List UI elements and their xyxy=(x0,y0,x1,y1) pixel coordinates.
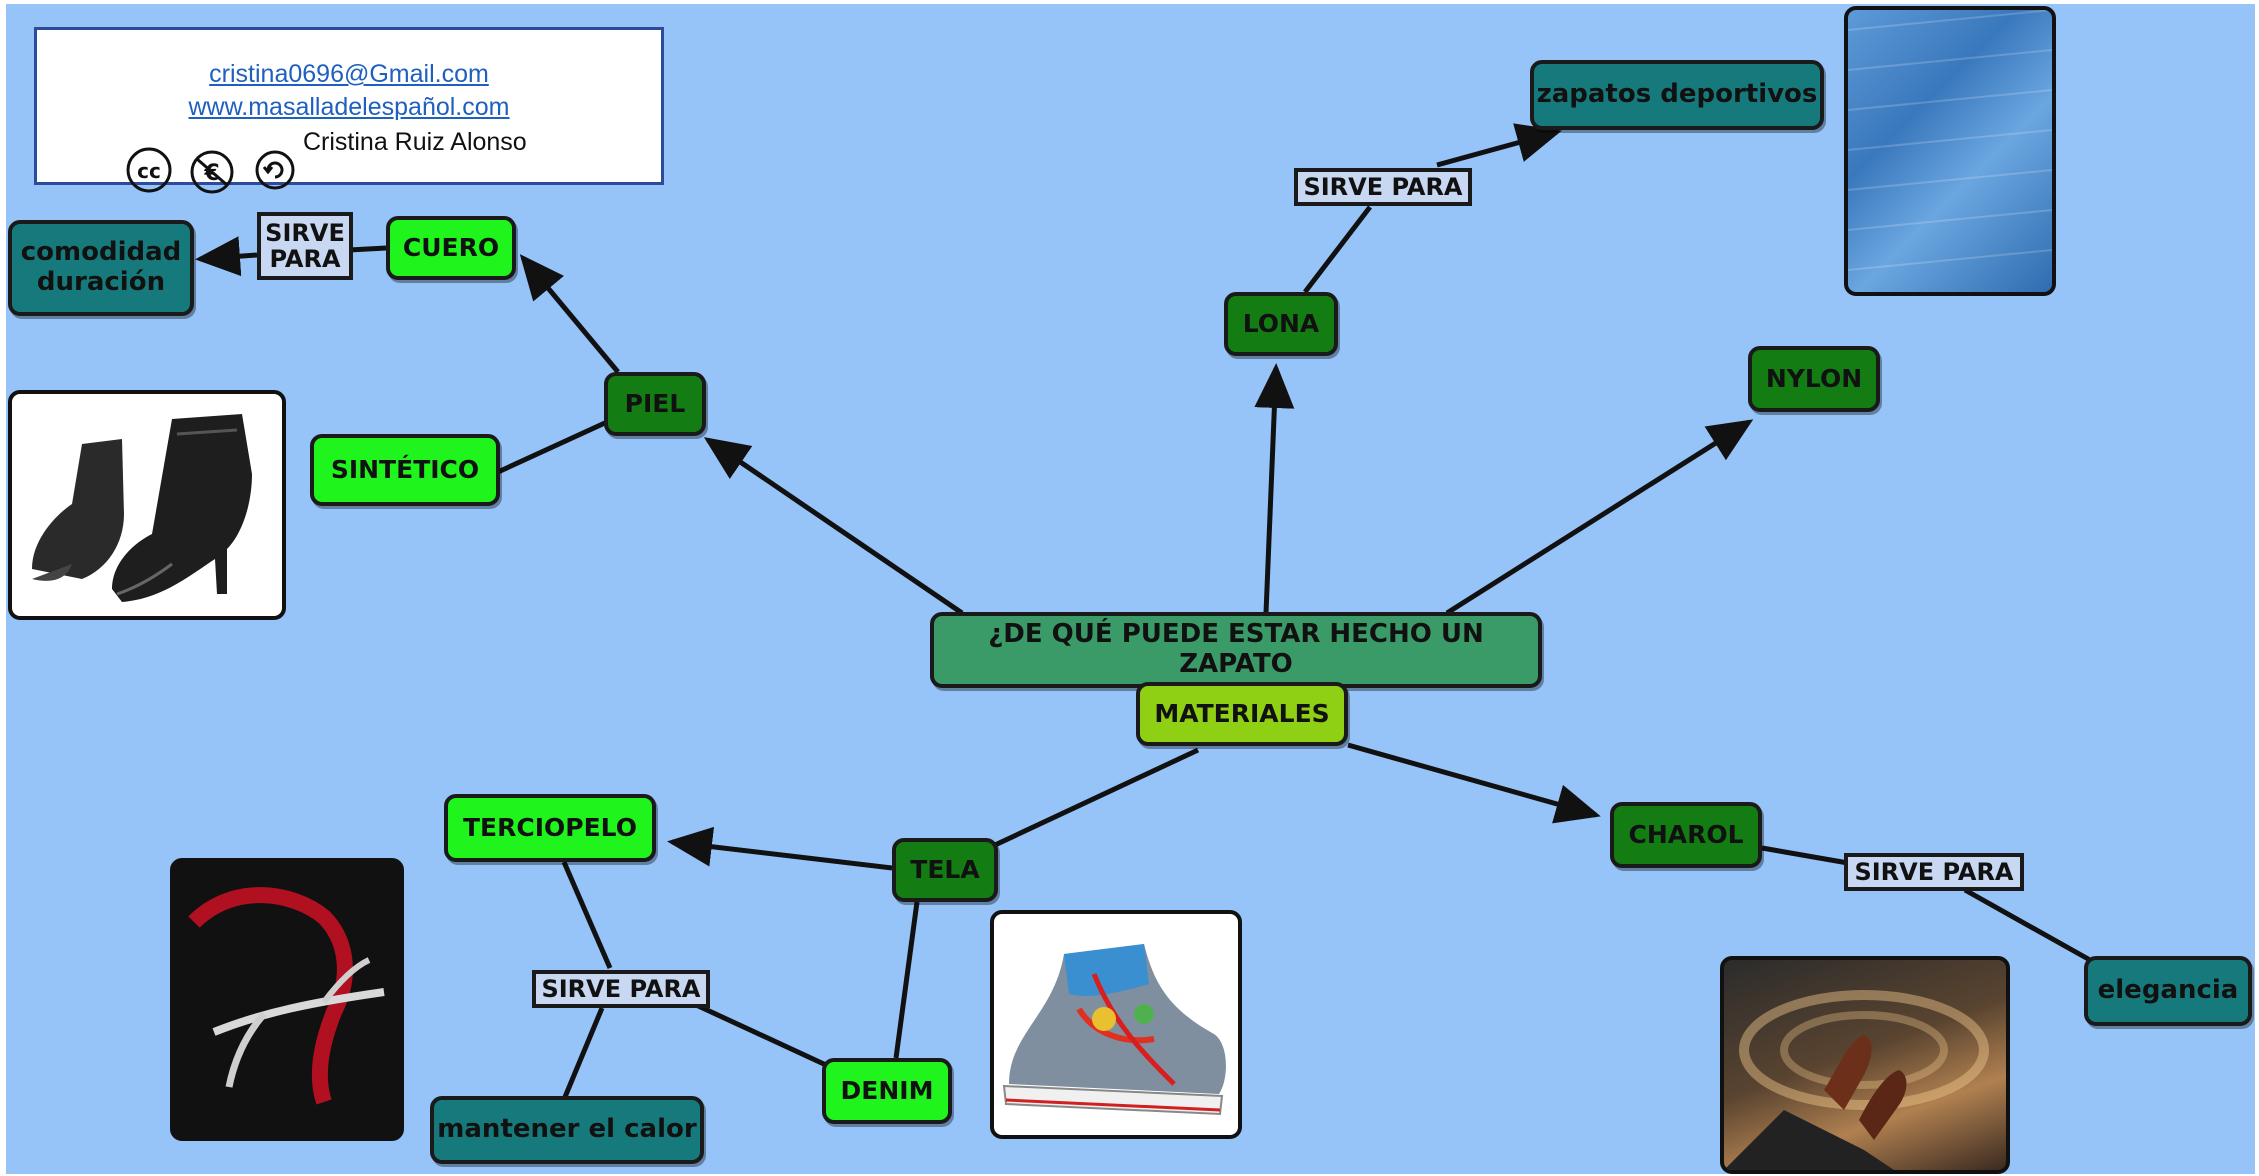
nylon-node[interactable]: NYLON xyxy=(1748,346,1880,412)
edge-sirve-elegancia xyxy=(1963,887,2092,963)
terciopelo-node[interactable]: TERCIOPELO xyxy=(444,794,656,862)
share-alike-icon xyxy=(255,150,295,190)
edge-materiales-tela xyxy=(993,747,1200,848)
edge-center-lona xyxy=(1254,363,1295,614)
central-question-node[interactable]: ¿DE QUÉ PUEDE ESTAR HECHO UN ZAPATO xyxy=(930,612,1542,688)
link-label-charol-sirve-para: SIRVE PARA xyxy=(1844,853,2024,891)
red-scarf-antler-photo xyxy=(170,858,404,1141)
lona-node[interactable]: LONA xyxy=(1224,292,1338,356)
edge-piel-sintetico xyxy=(496,419,609,475)
piel-node[interactable]: PIEL xyxy=(604,372,706,436)
email-link[interactable]: cristina0696@Gmail.com xyxy=(209,60,489,88)
tela-node[interactable]: TELA xyxy=(892,838,998,902)
sintetico-node[interactable]: SINTÉTICO xyxy=(310,434,500,506)
charol-node[interactable]: CHAROL xyxy=(1610,802,1762,868)
link-label-tela-sirve-para: SIRVE PARA xyxy=(532,970,710,1008)
edge-sirve-mantener xyxy=(562,1007,605,1098)
edge-sirve-denim xyxy=(692,1001,828,1068)
black-boots-photo xyxy=(8,390,286,620)
non-commercial-icon: € xyxy=(190,150,234,194)
edge-tela-denim xyxy=(893,901,920,1059)
leather-shoes-photo xyxy=(1720,956,2010,1174)
edge-piel-cuero xyxy=(519,254,620,374)
edge-charol-sirve xyxy=(1761,845,1849,866)
cc-icon: cc xyxy=(126,147,172,193)
svg-text:cc: cc xyxy=(137,159,161,183)
cuero-node[interactable]: CUERO xyxy=(386,216,516,280)
edge-sirve-zapatos xyxy=(1436,123,1562,168)
denim-node[interactable]: DENIM xyxy=(822,1058,952,1124)
author-name: Cristina Ruiz Alonso xyxy=(303,128,527,156)
credit-box: cristina0696@Gmail.com www.masalladelesp… xyxy=(34,27,664,194)
comodidad-duracion-node[interactable]: comodidad duración xyxy=(8,220,194,316)
link-label-cuero-sirve-para: SIRVE PARA xyxy=(257,212,353,280)
painted-sneaker-photo xyxy=(990,910,1242,1139)
edge-lona-sirve xyxy=(1303,205,1372,294)
zapatos-deportivos-node[interactable]: zapatos deportivos xyxy=(1530,60,1824,130)
edge-center-piel xyxy=(703,437,964,616)
edge-cuero-sirve xyxy=(348,245,387,253)
materiales-node[interactable]: MATERIALES xyxy=(1136,682,1348,746)
elegancia-node[interactable]: elegancia xyxy=(2084,956,2252,1026)
mantener-calor-node[interactable]: mantener el calor xyxy=(430,1096,704,1164)
edge-materiales-charol xyxy=(1347,742,1601,824)
edge-sirve-comodidad xyxy=(195,236,258,277)
license-icons: cc € xyxy=(126,147,295,194)
denim-texture-photo xyxy=(1844,6,2056,296)
edge-tela-terciopelo xyxy=(667,826,893,871)
link-label-lona-sirve-para: SIRVE PARA xyxy=(1294,168,1472,206)
edge-terciopelo-sirve xyxy=(561,861,613,969)
website-link[interactable]: www.masalladelespañol.com xyxy=(188,93,510,121)
edge-center-nylon xyxy=(1445,419,1754,616)
